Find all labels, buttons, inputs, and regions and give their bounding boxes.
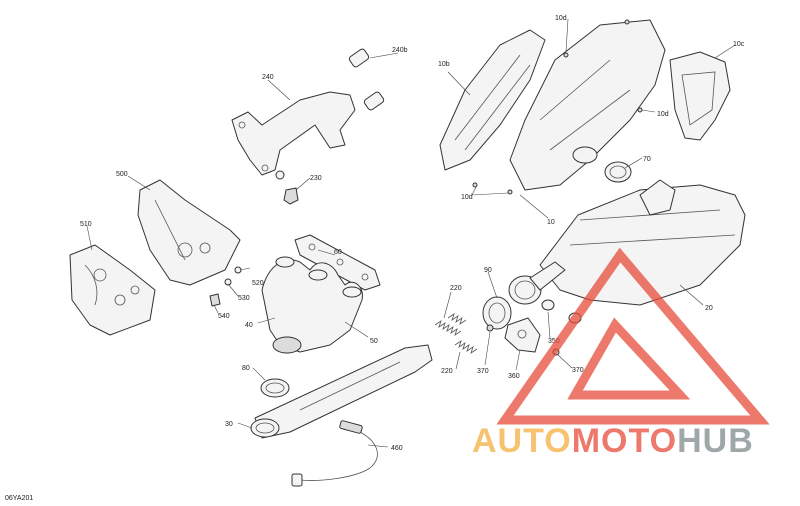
label-40: 40 [245,322,253,329]
label-10d-right: 10d [657,111,669,118]
fastener-10d [472,19,643,195]
label-80: 80 [242,365,250,372]
diagram-code: 06YA201 [5,495,33,502]
label-10d-left: 10d [461,194,473,201]
clamp-70 [604,161,632,183]
muffler-cover-10 [509,19,666,191]
bolt-230 [275,170,299,205]
watermark: AUTOMOTOHUB [472,247,770,460]
watermark-moto: MOTO [572,422,677,460]
label-230: 230 [310,175,322,182]
label-220-upper: 220 [450,285,462,292]
spacer-240b [348,48,385,111]
watermark-triangle-inner [567,317,691,400]
heat-shield-500 [137,179,241,286]
heat-shield-510 [69,244,156,336]
label-460: 460 [391,445,403,452]
label-370-left: 370 [477,368,489,375]
label-530: 530 [238,295,250,302]
label-10c: 10c [733,41,745,48]
label-510: 510 [80,221,92,228]
label-10: 10 [547,219,555,226]
spring-220-lower [454,340,478,354]
watermark-logo-icon [496,247,770,425]
label-370-right: 370 [572,367,584,374]
label-50: 50 [370,338,378,345]
callout-labels: 10 10b 10c 10d 10d 10d 20 30 40 50 60 70… [5,15,745,502]
label-500: 500 [116,171,128,178]
bracket-240 [231,91,356,176]
heat-shield-10b [439,29,546,171]
label-10b: 10b [438,61,450,68]
muffler-20 [508,179,746,306]
leader-lines [86,18,736,448]
gasket-ring-90 [482,296,512,330]
watermark-text: AUTOMOTOHUB [472,422,754,460]
watermark-triangle-outer [496,247,770,425]
label-90: 90 [484,267,492,274]
bracket-360 [504,317,541,353]
oxygen-sensor-460 [291,420,378,487]
spring-220-upper [434,313,467,336]
heat-shield-10c [669,51,731,141]
label-240b: 240b [392,47,408,54]
gasket-60 [294,234,381,291]
label-30: 30 [225,421,233,428]
exhaust-pipe-30 [250,344,433,439]
watermark-hub: HUB [677,422,754,460]
label-540: 540 [218,313,230,320]
label-350: 350 [548,338,560,345]
exhaust-manifold-40 [261,256,363,354]
label-60: 60 [334,249,342,256]
label-520: 520 [252,280,264,287]
label-240: 240 [262,74,274,81]
nut-530 [224,278,232,286]
clamp-80 [260,378,290,398]
label-70: 70 [643,156,651,163]
clip-540 [209,293,221,307]
watermark-auto: AUTO [472,422,572,460]
label-360: 360 [508,373,520,380]
label-20: 20 [705,305,713,312]
label-10d-top: 10d [555,15,567,22]
label-220-lower: 220 [441,368,453,375]
